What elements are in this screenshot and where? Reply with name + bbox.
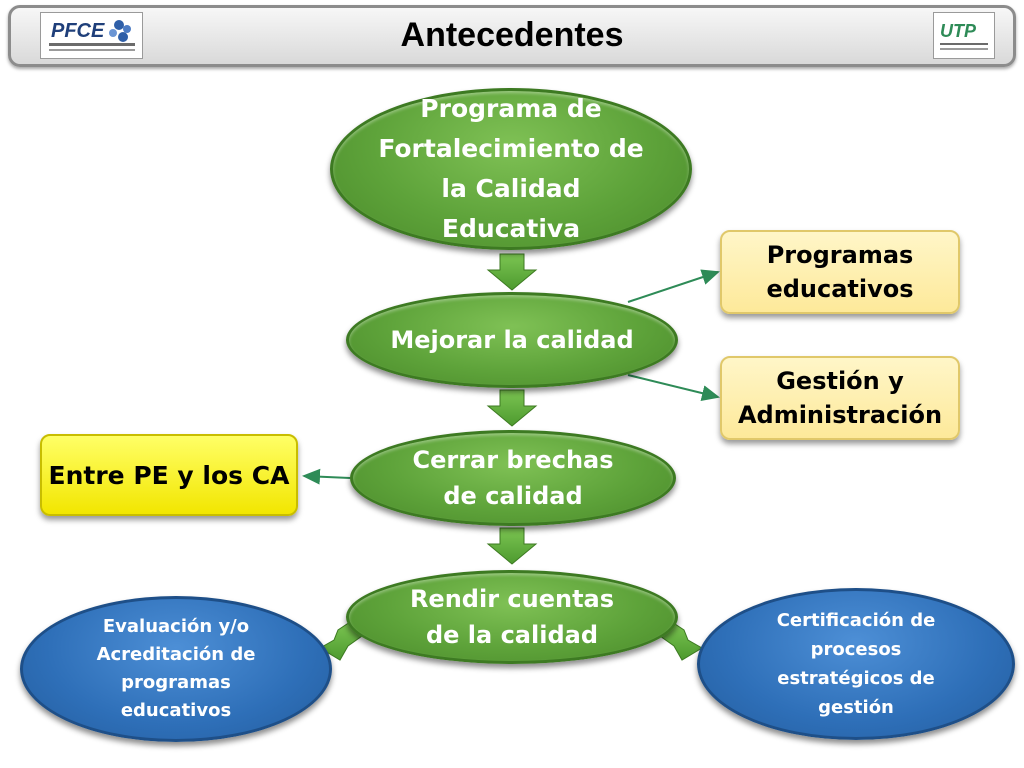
box-between-label: Entre PE y los CA [48, 460, 290, 490]
node-close-gaps: Cerrar brechas de calidad [350, 430, 676, 526]
utp-logo-text: UTP [940, 21, 977, 41]
diag-arrow-right [659, 621, 703, 661]
node-program-label: Programa de Fortalecimiento de la Calida… [378, 94, 644, 243]
down-arrow-3 [486, 527, 538, 565]
node-certification-label: Certificación de procesos estratégicos d… [776, 610, 936, 718]
box-between: Entre PE y los CA [40, 434, 298, 516]
diag-arrow-left [319, 621, 363, 661]
node-improve: Mejorar la calidad [346, 292, 678, 388]
node-program: Programa de Fortalecimiento de la Calida… [330, 88, 692, 250]
pfce-logo-text: PFCE [51, 20, 105, 42]
header-bar [8, 5, 1016, 67]
node-certification: Certificación de procesos estratégicos d… [697, 588, 1015, 740]
box-management-label: Gestión y Administración [737, 367, 943, 429]
box-management: Gestión y Administración [720, 356, 960, 440]
box-programs-label: Programas educativos [766, 241, 914, 303]
arrow-to-between [302, 468, 351, 485]
node-improve-label: Mejorar la calidad [390, 326, 634, 354]
node-evaluation: Evaluación y/o Acreditación de programas… [20, 596, 332, 742]
page-title: Antecedentes [400, 16, 624, 54]
node-accountability: Rendir cuentas de la calidad [346, 570, 678, 664]
down-arrow-1 [486, 253, 538, 291]
arrow-to-management [627, 374, 720, 401]
box-programs: Programas educativos [720, 230, 960, 314]
pfce-logo: PFCE [40, 12, 143, 59]
node-accountability-label: Rendir cuentas de la calidad [409, 585, 615, 649]
arrow-to-programs [627, 269, 720, 303]
node-evaluation-label: Evaluación y/o Acreditación de programas… [96, 616, 256, 721]
node-close-gaps-label: Cerrar brechas de calidad [412, 446, 614, 510]
utp-logo: UTP [933, 12, 995, 59]
down-arrow-2 [486, 389, 538, 427]
